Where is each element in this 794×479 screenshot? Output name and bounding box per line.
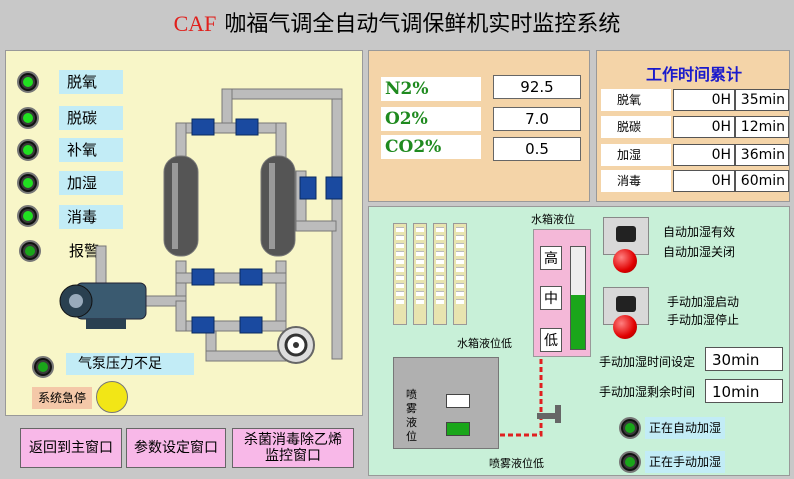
time-hours: 0H	[673, 144, 735, 166]
level-bar-fill	[571, 295, 585, 349]
sterilize-monitor-button[interactable]: 杀菌消毒除乙烯 监控窗口	[232, 428, 354, 468]
page-title: CAF 咖福气调全自动气调保鲜机实时监控系统	[0, 6, 794, 38]
work-time-title: 工作时间累计	[645, 65, 742, 84]
valve-1	[191, 118, 215, 136]
humidify-panel: 水箱液位 高 中 低 水箱液位低 喷雾液位 喷雾液位低 自动加湿有效 自动加湿关…	[368, 206, 790, 476]
spray-low-label: 喷雾液位低	[489, 457, 544, 470]
n2-value: 92.5	[493, 75, 581, 99]
sterilize-line2: 监控窗口	[265, 448, 321, 464]
time-hours: 0H	[673, 170, 735, 192]
humidify-indicator-lamp	[17, 172, 39, 194]
time-hours: 0H	[673, 89, 735, 111]
alarm-indicator-lamp	[19, 240, 41, 262]
auto-humidify-status-lamp	[619, 417, 641, 439]
gas-concentration-panel: N2% 92.5 O2% 7.0 CO2% 0.5	[368, 50, 590, 202]
spray-indicator	[446, 394, 470, 408]
valve-3	[191, 268, 215, 286]
manual-humidify-status-lamp	[619, 451, 641, 473]
valve-2	[235, 118, 259, 136]
manual-time-label: 手动加湿时间设定	[599, 355, 696, 369]
water-tank-gauge	[433, 223, 447, 325]
back-to-main-button[interactable]: 返回到主窗口	[20, 428, 122, 468]
tank-level-label: 水箱液位	[531, 213, 575, 226]
level-high: 高	[540, 246, 562, 270]
remain-time-label: 手动加湿剩余时间	[599, 385, 696, 399]
parameter-settings-button[interactable]: 参数设定窗口	[126, 428, 226, 468]
tank-level-box: 高 中 低	[533, 229, 591, 357]
level-low: 低	[540, 328, 562, 352]
title-text: 咖福气调全自动气调保鲜机实时监控系统	[224, 12, 621, 37]
co2-value: 0.5	[493, 137, 581, 161]
water-tank-gauge	[393, 223, 407, 325]
left-adsorption-tower	[163, 155, 199, 257]
time-minutes: 36min	[735, 144, 789, 166]
alarm-label: 报警	[69, 242, 100, 260]
time-row-label: 加湿	[601, 144, 671, 166]
level-mid: 中	[540, 286, 562, 310]
time-minutes: 12min	[735, 116, 789, 138]
auto-on-label: 自动加湿有效	[663, 225, 736, 239]
time-minutes: 35min	[735, 89, 789, 111]
tank-low-label: 水箱液位低	[457, 337, 512, 350]
oxygen-supply-label: 补氧	[59, 138, 123, 162]
auto-humidify-switch[interactable]	[603, 217, 649, 255]
process-schematic	[59, 88, 343, 364]
pipe-top	[221, 88, 343, 100]
time-hours: 0H	[673, 116, 735, 138]
valve-5	[191, 316, 215, 334]
manual-start-label: 手动加湿启动	[667, 295, 740, 309]
manual-time-input[interactable]: 30min	[705, 347, 783, 371]
deoxygen-label: 脱氧	[59, 70, 123, 94]
right-adsorption-tower	[260, 155, 296, 257]
auto-humidify-status: 正在自动加湿	[645, 417, 725, 439]
spray-level-fill	[446, 422, 470, 436]
valve-6	[239, 316, 263, 334]
level-bar	[570, 246, 586, 350]
time-row-label: 脱氧	[601, 89, 671, 111]
emergency-stop-button[interactable]	[96, 381, 128, 413]
blower	[277, 326, 315, 364]
oxygen-supply-indicator-lamp	[17, 139, 39, 161]
air-pump	[59, 282, 147, 329]
water-tank-gauge	[413, 223, 427, 325]
process-panel: 脱氧 脱碳 补氧 加湿 消毒 报警	[5, 50, 363, 416]
manual-stop-label: 手动加湿停止	[667, 313, 740, 327]
auto-off-label: 自动加湿关闭	[663, 245, 736, 259]
spray-tank: 喷雾液位	[393, 357, 499, 449]
manual-humidify-lamp	[613, 315, 637, 339]
pump-pressure-lamp	[32, 356, 54, 378]
decarbon-label: 脱碳	[59, 106, 123, 130]
manual-humidify-status: 正在手动加湿	[645, 451, 725, 473]
water-pipe	[499, 359, 561, 437]
co2-label: CO2%	[381, 135, 481, 159]
decarbon-indicator-lamp	[17, 107, 39, 129]
water-tank-gauge	[453, 223, 467, 325]
time-row-label: 消毒	[601, 170, 671, 192]
work-time-panel: 工作时间累计 脱氧 0H 35min 脱碳 0H 12min 加湿 0H 36m…	[596, 50, 790, 202]
o2-label: O2%	[381, 107, 481, 131]
sterilize-line1: 杀菌消毒除乙烯	[244, 432, 342, 448]
remain-time-value: 10min	[705, 379, 783, 403]
humidify-label: 加湿	[59, 171, 123, 195]
valve-4	[239, 268, 263, 286]
spray-level-label: 喷雾液位	[406, 388, 417, 443]
pump-pressure-status: 气泵压力不足	[66, 353, 194, 375]
deoxygen-indicator-lamp	[17, 71, 39, 93]
time-row-label: 脱碳	[601, 116, 671, 138]
disinfect-label: 消毒	[59, 205, 123, 229]
valve-7	[299, 176, 317, 200]
time-minutes: 60min	[735, 170, 789, 192]
disinfect-indicator-lamp	[17, 205, 39, 227]
estop-label: 系统急停	[32, 387, 92, 409]
valve-8	[325, 176, 343, 200]
auto-humidify-lamp	[613, 249, 637, 273]
n2-label: N2%	[381, 77, 481, 101]
o2-value: 7.0	[493, 107, 581, 131]
brand-name: CAF	[173, 11, 217, 36]
